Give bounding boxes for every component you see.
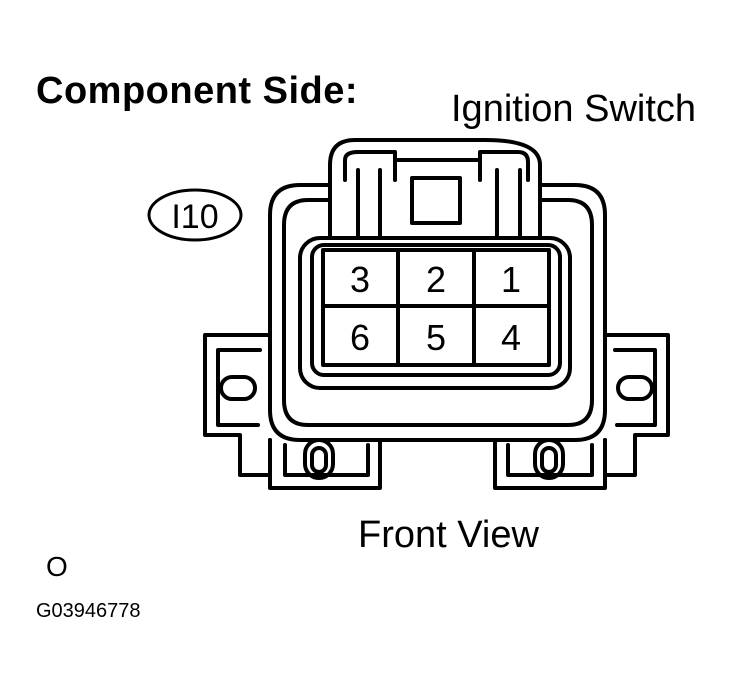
foot-left xyxy=(268,438,382,490)
latch-arm-left xyxy=(343,150,397,182)
pin-1: 1 xyxy=(501,259,521,300)
cavity-frame-outer xyxy=(298,236,572,390)
flange-left-inner xyxy=(216,348,262,427)
component-name-label: Ignition Switch xyxy=(451,88,697,130)
component-side-heading: Component Side: xyxy=(36,70,359,112)
flange-left-slot xyxy=(219,375,257,401)
flange-right-inner xyxy=(613,348,657,427)
pin-5: 5 xyxy=(426,317,446,358)
foot-right-hole-outer xyxy=(533,438,565,480)
pin-6: 6 xyxy=(350,317,370,358)
body-outer xyxy=(268,183,607,442)
pin-numbers: 3 2 1 6 5 4 xyxy=(350,259,521,358)
circle-mark-label: O xyxy=(46,551,68,582)
figure-id-label: G03946778 xyxy=(36,600,141,622)
flange-right xyxy=(603,333,670,477)
pin-4: 4 xyxy=(501,317,521,358)
foot-left-hole-inner xyxy=(310,446,328,474)
pin-3: 3 xyxy=(350,259,370,300)
latch-window xyxy=(410,176,462,225)
front-view-label: Front View xyxy=(358,514,539,556)
foot-right-hole-inner xyxy=(540,446,558,474)
connector-code-text: I10 xyxy=(171,198,218,236)
foot-right xyxy=(493,438,607,490)
latch-frame-outer xyxy=(328,138,542,240)
cavity-frame-inner xyxy=(310,243,562,377)
foot-left-hole-outer xyxy=(303,438,335,480)
connector-housing xyxy=(203,138,670,490)
flange-right-slot xyxy=(616,375,654,401)
pin-2: 2 xyxy=(426,259,446,300)
connector-code-badge: I10 xyxy=(147,188,243,242)
body-inner xyxy=(282,198,594,427)
latch-arm-right xyxy=(478,150,530,182)
flange-left xyxy=(203,333,272,477)
foot-right-inner xyxy=(506,443,594,477)
